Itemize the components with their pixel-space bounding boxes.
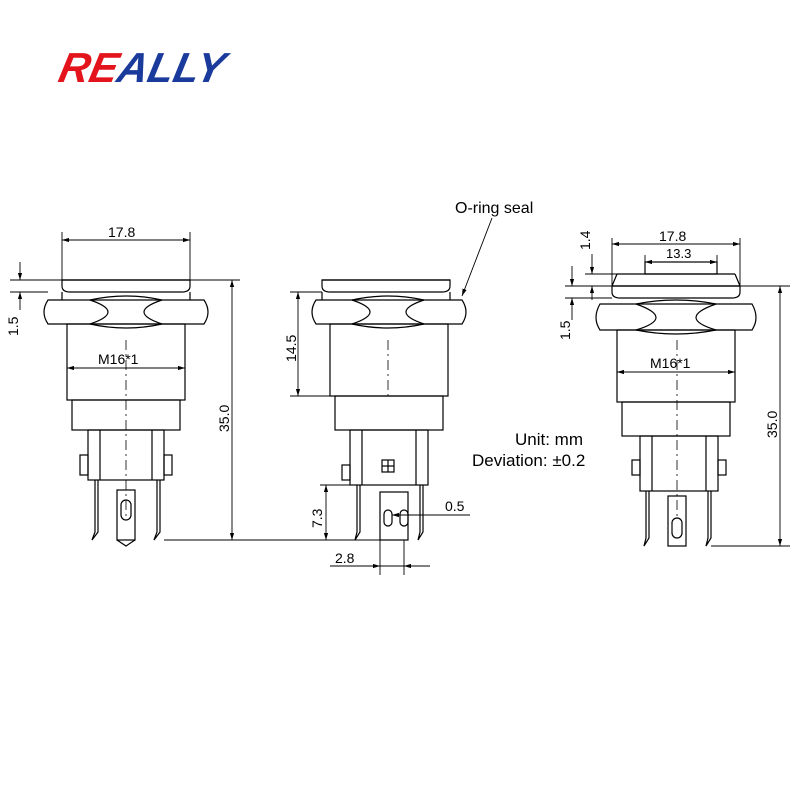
- deviation-note: Deviation: ±0.2: [472, 451, 586, 470]
- dim-body-height: 14.5: [283, 335, 299, 362]
- logo-text: REALLY: [55, 44, 233, 90]
- dim-pin-length: 7.3: [309, 508, 325, 528]
- dim-cap-width: 13.3: [666, 246, 691, 261]
- left-view: [43, 279, 209, 547]
- dim-thread-right: M16*1: [650, 355, 691, 371]
- dim-cap-height: 1.4: [577, 230, 593, 250]
- dim-head-height-left: 1.5: [5, 316, 21, 336]
- right-view: [595, 261, 757, 547]
- dim-head-height-right: 1.5: [557, 320, 573, 340]
- really-logo: REALLY: [55, 44, 233, 90]
- dim-pin-pitch: 2.8: [335, 550, 355, 566]
- left-dimensions: [10, 232, 380, 541]
- dim-pin-thickness: 0.5: [445, 498, 465, 514]
- center-dimensions: [290, 291, 470, 575]
- dim-head-width-right: 17.8: [659, 228, 686, 244]
- dim-total-length-right: 35.0: [764, 411, 780, 438]
- unit-note: Unit: mm: [515, 430, 583, 449]
- dim-head-width-left: 17.8: [108, 224, 135, 240]
- dim-thread-left: M16*1: [98, 351, 139, 367]
- center-view: [311, 217, 493, 541]
- dim-total-length-left: 35.0: [216, 405, 232, 432]
- right-dimensions: [565, 238, 790, 547]
- oring-seal-label: O-ring seal: [455, 200, 534, 217]
